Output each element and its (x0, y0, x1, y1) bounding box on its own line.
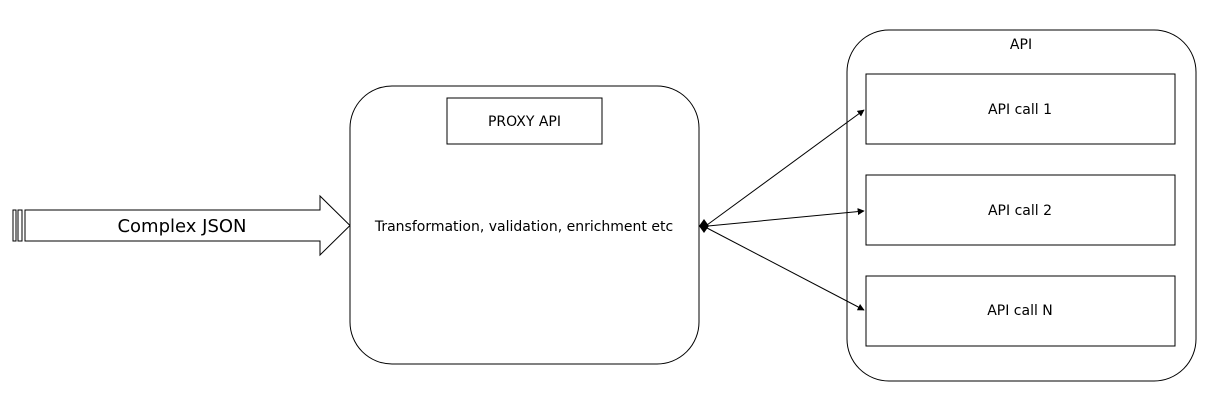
arrow-label: Complex JSON (117, 216, 246, 237)
proxy-api-container: PROXY API Transformation, validation, en… (349, 85, 700, 365)
connector-to-api-call-n (706, 227, 865, 311)
connectors (699, 109, 865, 311)
api-call-1: API call 1 (865, 73, 1176, 145)
connector-to-api-call-2 (707, 208, 865, 227)
connector-diamond-icon (699, 219, 709, 233)
arrow-tail-stripe-2 (17, 209, 23, 242)
arrow-tail-stripe-1 (12, 209, 17, 242)
api-group-title: API (1010, 37, 1032, 53)
api-call-1-label: API call 1 (988, 102, 1052, 118)
api-call-2-box (865, 174, 1176, 246)
api-call-n-label: API call N (987, 303, 1053, 319)
complex-json-arrow: Complex JSON (12, 194, 351, 257)
api-call-2-label: API call 2 (988, 203, 1052, 219)
proxy-api-title: PROXY API (488, 114, 561, 130)
api-call-n-box (865, 275, 1176, 347)
api-call-2: API call 2 (865, 174, 1176, 246)
api-group-container: API API call 1 API call 2 API call N (846, 29, 1197, 382)
api-call-n: API call N (865, 275, 1176, 347)
proxy-api-description: Transformation, validation, enrichment e… (374, 219, 673, 235)
api-call-1-box (865, 73, 1176, 145)
proxy-api-title-box (446, 97, 603, 145)
arrow-body (24, 194, 351, 257)
proxy-api-box (349, 85, 700, 365)
connector-to-api-call-1 (706, 109, 865, 226)
